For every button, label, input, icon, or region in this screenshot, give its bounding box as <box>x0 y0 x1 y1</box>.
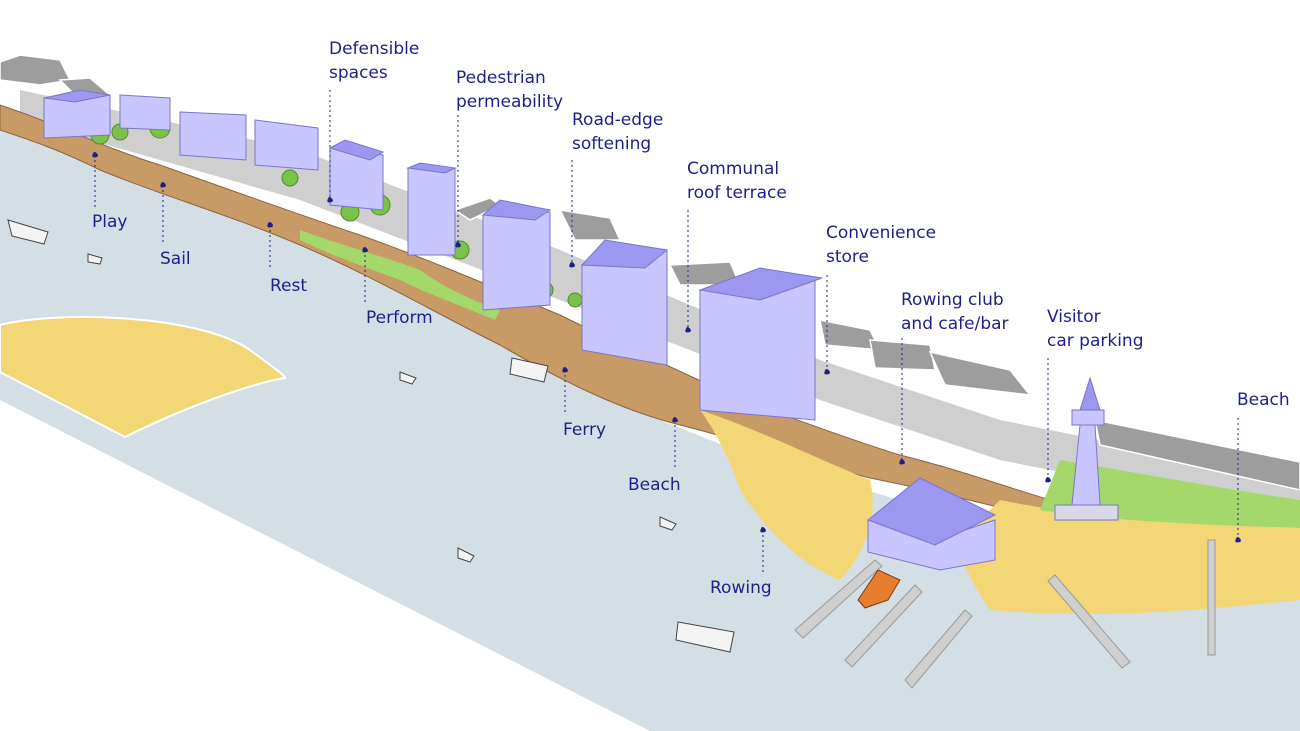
residential-blocks <box>43 89 997 571</box>
label-rowing: Rowing <box>710 578 772 598</box>
label-visitor-car-parking: Visitor car parking <box>1047 307 1144 351</box>
background-buildings <box>0 54 1300 491</box>
lighthouse <box>1054 376 1119 521</box>
leader-lines <box>92 90 1241 572</box>
label-rowing-club: Rowing club and cafe/bar <box>901 290 1009 334</box>
label-sail: Sail <box>160 249 191 269</box>
left-sandbank <box>0 316 287 439</box>
rowing-boat <box>857 569 901 609</box>
label-communal-roof-terrace: Communal roof terrace <box>687 159 787 203</box>
label-play: Play <box>92 212 128 232</box>
label-pedestrian-permeability: Pedestrian permeability <box>456 68 564 112</box>
boats <box>7 219 735 653</box>
label-beach-right: Beach <box>1237 390 1290 410</box>
label-defensible-spaces: Defensible spaces <box>329 39 420 83</box>
label-perform: Perform <box>366 308 433 328</box>
label-rest: Rest <box>270 276 308 296</box>
label-beach-central: Beach <box>628 475 681 495</box>
label-ferry: Ferry <box>563 420 607 440</box>
central-beach <box>700 410 873 580</box>
piers <box>794 539 1216 689</box>
label-road-edge-softening: Road-edge softening <box>572 110 664 154</box>
riverside-planting <box>300 230 500 320</box>
label-convenience-store: Convenience store <box>826 223 937 267</box>
